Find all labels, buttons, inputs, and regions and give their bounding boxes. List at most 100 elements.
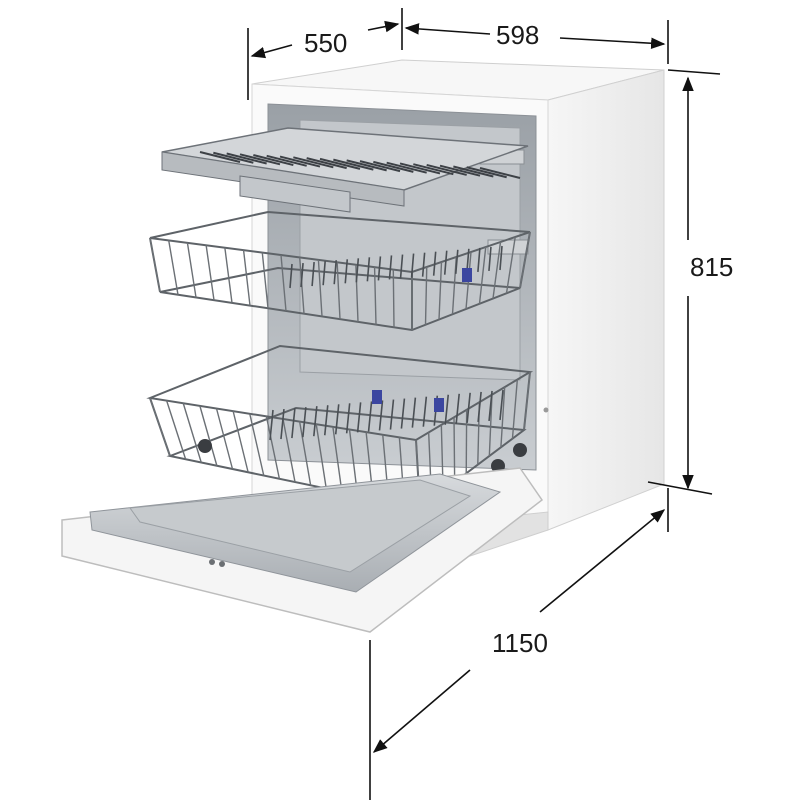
rack-wire [377,256,382,281]
door-latch [219,561,225,567]
rack-wire [346,159,387,172]
rack-wire [439,164,481,177]
rack-wire [373,267,377,325]
rack-wire [345,403,351,434]
rack-wire [373,160,414,173]
rack-wire [199,151,241,163]
dimension-arrow-width [559,37,666,50]
rack-wire [453,417,456,483]
rack-wire [386,161,427,174]
rack-wire [232,410,249,473]
upper-basket [149,210,531,332]
rack-wire [399,254,404,279]
rack-wire [213,151,254,164]
rack-wire [311,262,315,287]
rack-wire [392,269,395,328]
dimension-arrow-depth [367,20,400,33]
rack-wire [253,154,294,167]
upper-basket-tines [289,245,503,289]
rack-wire [455,393,460,424]
rack-wire [205,245,215,301]
depth-label: 550 [304,28,347,58]
rack-wire [505,236,516,294]
rack-wire [488,390,493,422]
rack-wire [466,392,471,423]
dimension-arrow-depth [250,44,293,59]
height-label: 815 [690,252,733,282]
rack-wire [411,397,417,428]
rack-wire [182,403,202,463]
rack-wire [366,257,371,282]
rack-wire [317,259,323,317]
rack-wire [261,252,269,309]
rack-wire [226,152,267,165]
rack-wire [511,379,519,439]
rack-wire [359,160,401,173]
open-door [61,467,544,633]
rack-wire [334,404,340,435]
rack-wire [438,261,443,320]
rack-wire [239,153,281,166]
rack-wire [224,247,233,303]
rack-wire [488,394,493,457]
rack-wire [336,262,341,320]
rack-wire [432,251,437,276]
rack-wire [269,409,274,441]
rack-wire [333,260,338,285]
rack-wire [389,399,395,430]
rack-wire [315,424,327,489]
rack-wire [413,163,454,176]
rack-wire [356,402,362,433]
rack-wire [249,413,265,476]
rack-wire [444,394,450,425]
rack-wire [499,389,504,421]
rack-wire [421,252,426,277]
side-panel [547,69,665,531]
rack-wire [410,253,415,278]
rack-wire [319,157,361,170]
rack-wire [279,155,321,168]
rack-wire [168,240,179,295]
rack-wire [149,237,161,293]
rack-wire [344,259,349,284]
extension-line [667,69,721,75]
rack-wire [289,263,293,289]
rack-wire [422,396,428,427]
rack-wire [400,398,406,429]
rack-wire [186,242,197,298]
rack-wire [293,156,334,169]
rack-wire [466,166,507,179]
rack-wire [280,408,285,440]
dimension-arrow-open-depth [539,509,666,613]
rack-wire [523,371,531,431]
rack-wire [479,167,521,179]
rack-wire [215,408,234,470]
wheel [513,443,527,457]
rack-wire [477,247,481,272]
rack-wire [265,416,281,479]
rack-wire [443,250,448,275]
dimension-arrow-width [404,23,491,35]
dimension-arrow-open-depth [372,669,471,753]
rack-wire [378,400,384,431]
rack-wire [453,165,494,178]
cutlery-tray [161,127,529,213]
rack-wire [388,255,393,280]
rack-wire [302,407,307,438]
upper-basket-clip [462,268,472,282]
rack-wire [291,408,296,439]
rack-wire [149,397,171,457]
lower-basket-clip [372,390,382,404]
open-depth-label: 1150 [492,628,548,658]
rack-wire [300,262,304,288]
width-label: 598 [496,20,539,50]
rack-wire [322,261,326,286]
door-inner-recess [129,479,472,573]
cutlery-tray-handle [239,175,351,213]
rack-wire [499,245,503,271]
rack-wire [280,254,287,312]
rack-wire [333,158,374,171]
cutlery-tray-tines [199,151,521,179]
rack-wire [313,406,318,437]
